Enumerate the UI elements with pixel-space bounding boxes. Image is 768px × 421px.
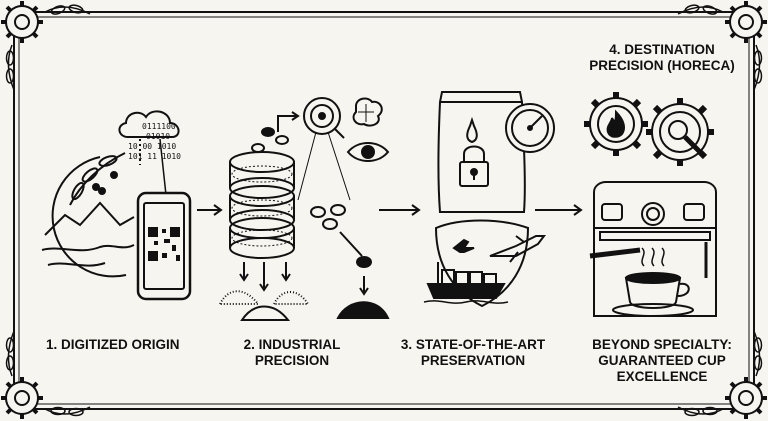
magnifier-icon xyxy=(303,97,341,135)
stage-1-label: 1. DIGITIZED ORIGIN xyxy=(46,337,180,353)
magnifier-icon xyxy=(668,120,688,140)
gear-icon xyxy=(646,98,714,166)
stage-4-label-line-2: GUARANTEED CUP xyxy=(598,353,726,368)
destination-label: 4. DESTINATION PRECISION (HORECA) xyxy=(582,42,742,74)
coffee-bag-icon xyxy=(437,91,526,213)
stage-preservation-illustration xyxy=(423,91,555,308)
destination-label-line-2: PRECISION (HORECA) xyxy=(589,58,735,73)
stage-2-label: 2. INDUSTRIAL PRECISION xyxy=(232,337,352,369)
flame-icon xyxy=(606,109,625,138)
stage-4-label: BEYOND SPECIALTY: GUARANTEED CUP EXCELLE… xyxy=(582,337,742,385)
lock-icon xyxy=(459,161,489,187)
cloud-icon xyxy=(118,110,180,138)
stage-4-label-line-1: BEYOND SPECIALTY: xyxy=(592,337,732,352)
stage-1-label-line-1: 1. DIGITIZED ORIGIN xyxy=(46,337,180,352)
stage-industrial-precision-illustration xyxy=(218,97,390,321)
svg-text:0111100: 0111100 xyxy=(142,122,176,131)
destination-label-line-1: 4. DESTINATION xyxy=(609,42,715,57)
brain-icon xyxy=(352,97,383,127)
stage-digitized-origin-illustration: 0111100 01010 10 00 1010 101 11 1010 xyxy=(41,110,192,301)
gear-icon xyxy=(584,92,648,156)
stage-4-label-line-3: EXCELLENCE xyxy=(616,369,708,384)
flow-arrow-icon xyxy=(535,204,583,216)
eye-icon xyxy=(346,142,390,162)
qr-code-icon xyxy=(148,227,180,261)
flow-arrow-icon xyxy=(197,204,223,216)
stage-2-label-line-2: PRECISION xyxy=(254,353,330,368)
stage-3-label-line-2: PRESERVATION xyxy=(420,353,526,368)
flow-arrow-icon xyxy=(379,204,421,216)
coffee-cup-icon xyxy=(624,277,682,309)
leaf-icon xyxy=(5,4,763,417)
stage-3-label-line-1: 3. STATE-OF-THE-ART xyxy=(400,337,546,352)
shield-icon xyxy=(434,219,530,308)
stage-3-label: 3. STATE-OF-THE-ART PRESERVATION xyxy=(400,337,546,369)
stage-2-label-line-1: 2. INDUSTRIAL xyxy=(243,337,341,352)
stage-destination-illustration xyxy=(584,92,717,317)
svg-text:10 00 1010: 10 00 1010 xyxy=(128,142,176,151)
svg-text:101 11 1010: 101 11 1010 xyxy=(128,152,181,161)
smartphone-icon xyxy=(136,191,192,301)
airplane-icon xyxy=(489,235,546,263)
espresso-machine-icon xyxy=(593,181,717,317)
svg-text:01010: 01010 xyxy=(146,132,170,141)
ship-icon xyxy=(426,283,506,299)
